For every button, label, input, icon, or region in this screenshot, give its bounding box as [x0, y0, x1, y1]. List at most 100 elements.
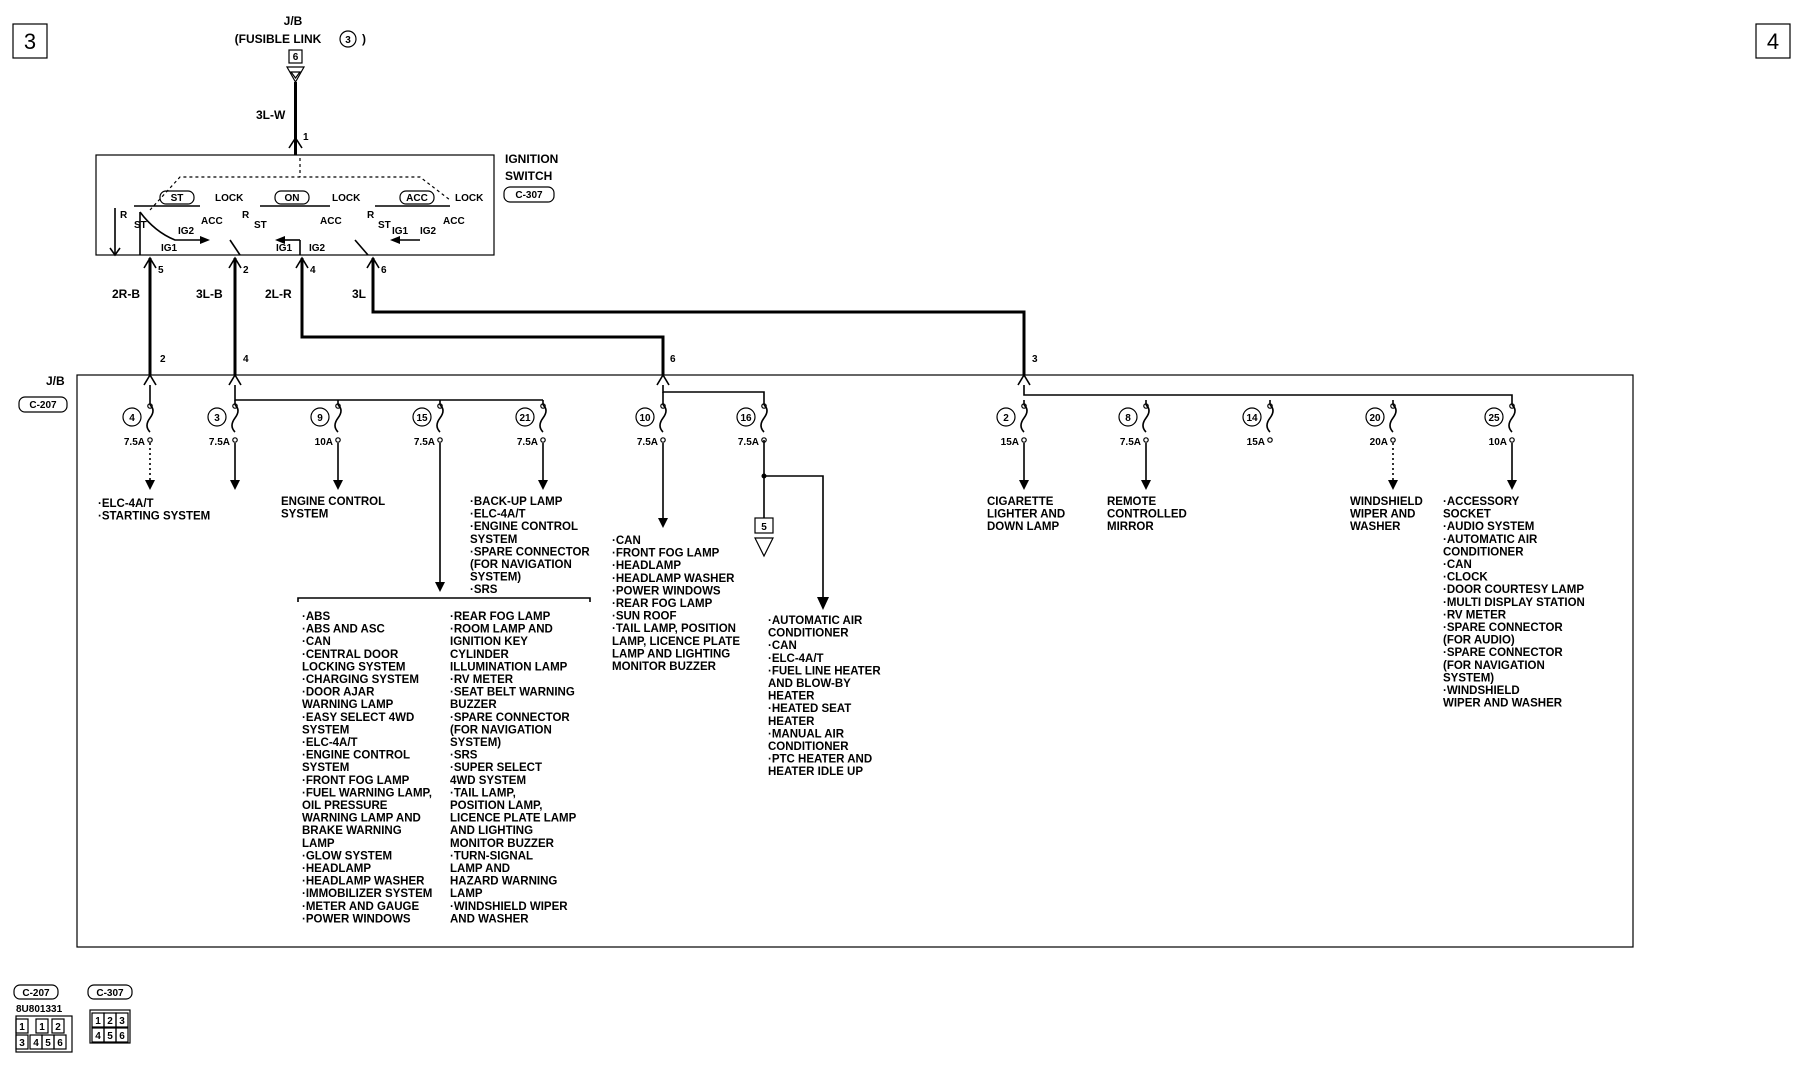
load-item: HAZARD WARNING — [450, 876, 557, 888]
load-item: ·AUDIO SYSTEM — [1443, 521, 1534, 533]
fuse16-branch: 5 — [754, 440, 829, 610]
jb-top-line1: J/B — [284, 14, 303, 28]
load-item: LICENCE PLATE LAMP — [450, 813, 577, 825]
load-item: ·ELC-4A/T — [302, 737, 358, 749]
svg-text:IG2: IG2 — [178, 226, 195, 237]
load-item: ·ENGINE CONTROL — [470, 521, 578, 533]
fuse-number: 8 — [1125, 413, 1131, 424]
load-item: POSITION LAMP, — [450, 800, 542, 812]
load-item: ·FUEL WARNING LAMP, — [302, 787, 432, 799]
load-item: CONTROLLED — [1107, 509, 1187, 521]
load-item: WARNING LAMP — [302, 699, 394, 711]
load-list-f4: ·ELC-4A/T·STARTING SYSTEM — [98, 498, 210, 523]
fuse-number: 4 — [129, 413, 135, 424]
svg-text:ACC: ACC — [443, 216, 465, 227]
svg-text:ON: ON — [285, 193, 300, 204]
load-item: (FOR NAVIGATION — [470, 559, 572, 571]
load-item: ·REAR FOG LAMP — [612, 598, 713, 610]
fuse-amp: 7.5A — [738, 437, 759, 448]
ground-ref-arrow-icon — [754, 537, 774, 558]
svg-text:3: 3 — [1032, 354, 1038, 365]
fuse-amp: 20A — [1370, 437, 1388, 448]
svg-text:ACC: ACC — [406, 193, 428, 204]
load-item: LAMP — [302, 838, 335, 850]
load-item: CIGARETTE — [987, 496, 1054, 508]
load-item: ·MANUAL AIR — [768, 728, 845, 740]
svg-text:ST: ST — [254, 220, 267, 231]
svg-text:R: R — [367, 210, 375, 221]
jb-top-line2: (FUSIBLE LINK — [235, 32, 322, 46]
load-item: ·SUPER SELECT — [450, 762, 542, 774]
load-list-f21: ·BACK-UP LAMP·ELC-4A/T·ENGINE CONTROL SY… — [470, 496, 590, 596]
page-number-left-text: 3 — [24, 29, 36, 54]
jb-top-line2-end: ) — [362, 32, 366, 46]
fusible-link-number: 3 — [345, 35, 351, 46]
load-item: CONDITIONER — [1443, 546, 1524, 558]
fusible-link-label: J/B (FUSIBLE LINK 3 ) 6 — [235, 14, 366, 84]
legend-pin: 3 — [19, 1038, 25, 1049]
load-item: WARNING LAMP AND — [302, 813, 421, 825]
svg-text:R: R — [120, 210, 128, 221]
fuse-8: 87.5A — [1118, 400, 1151, 490]
svg-text:IG1: IG1 — [276, 243, 293, 254]
fuse-amp: 7.5A — [209, 437, 230, 448]
load-item: ·ELC-4A/T — [470, 509, 526, 521]
load-item: ·CAN — [768, 640, 797, 652]
connector-arrow-icon — [285, 66, 306, 84]
load-item: ·CHARGING SYSTEM — [302, 674, 419, 686]
legend-pin: 6 — [57, 1038, 63, 1049]
load-item: SYSTEM) — [450, 737, 501, 749]
load-item: ·STARTING SYSTEM — [98, 511, 210, 523]
legend-pin: 4 — [95, 1031, 101, 1042]
fuse-amp: 7.5A — [637, 437, 658, 448]
load-item: AND LIGHTING — [450, 825, 533, 837]
svg-text:IG2: IG2 — [309, 243, 326, 254]
legend-c207: C-207 — [22, 988, 50, 999]
load-item: ·BACK-UP LAMP — [470, 496, 563, 508]
svg-text:LOCK: LOCK — [455, 193, 484, 204]
page-number-left: 3 — [12, 23, 48, 59]
svg-text:2: 2 — [160, 354, 166, 365]
switch-group-left: ST LOCK ACC R ST IG2 IG1 — [120, 190, 244, 254]
load-item: REMOTE — [1107, 496, 1157, 508]
load-item: CYLINDER — [450, 649, 509, 661]
fuse-number: 2 — [1003, 413, 1009, 424]
load-item: HEATER IDLE UP — [768, 766, 863, 778]
load-item: LIGHTER AND — [987, 509, 1065, 521]
load-item: (FOR AUDIO) — [1443, 635, 1515, 647]
load-item: HEATER — [768, 691, 815, 703]
fuse-16: 167.5A — [736, 400, 768, 448]
load-item: BUZZER — [450, 699, 497, 711]
fuse-amp: 7.5A — [124, 437, 145, 448]
fuse-number: 25 — [1488, 413, 1500, 424]
svg-text:4: 4 — [243, 354, 249, 365]
svg-text:ST: ST — [171, 193, 184, 204]
load-item: ·SPARE CONNECTOR — [470, 546, 590, 558]
load-item: LAMP AND — [450, 863, 510, 875]
load-item: ·RV METER — [1443, 609, 1507, 621]
fuse-4: 4 7.5A — [122, 400, 155, 490]
load-item: ·SEAT BELT WARNING — [450, 687, 575, 699]
fuse-number: 20 — [1369, 413, 1381, 424]
load-item: CONDITIONER — [768, 628, 849, 640]
legend-pin: 2 — [55, 1022, 61, 1033]
load-item: ·SPARE CONNECTOR — [450, 712, 570, 724]
fuse-number: 10 — [639, 413, 651, 424]
load-item: ·POWER WINDOWS — [612, 585, 721, 597]
svg-text:ACC: ACC — [320, 216, 342, 227]
wire-3l-b-label: 3L-B — [196, 287, 223, 301]
load-item: WINDSHIELD — [1350, 496, 1423, 508]
junction-block: J/B C-207 2 4 6 3 — [18, 354, 1634, 948]
svg-text:ACC: ACC — [201, 216, 223, 227]
load-item: 4WD SYSTEM — [450, 775, 526, 787]
load-item: ·TAIL LAMP, POSITION — [612, 623, 736, 635]
load-item: SYSTEM) — [470, 572, 521, 584]
load-item: ·ELC-4A/T — [768, 653, 824, 665]
load-item: SYSTEM — [302, 724, 349, 736]
wire-top-label: 3L-W — [256, 108, 286, 122]
